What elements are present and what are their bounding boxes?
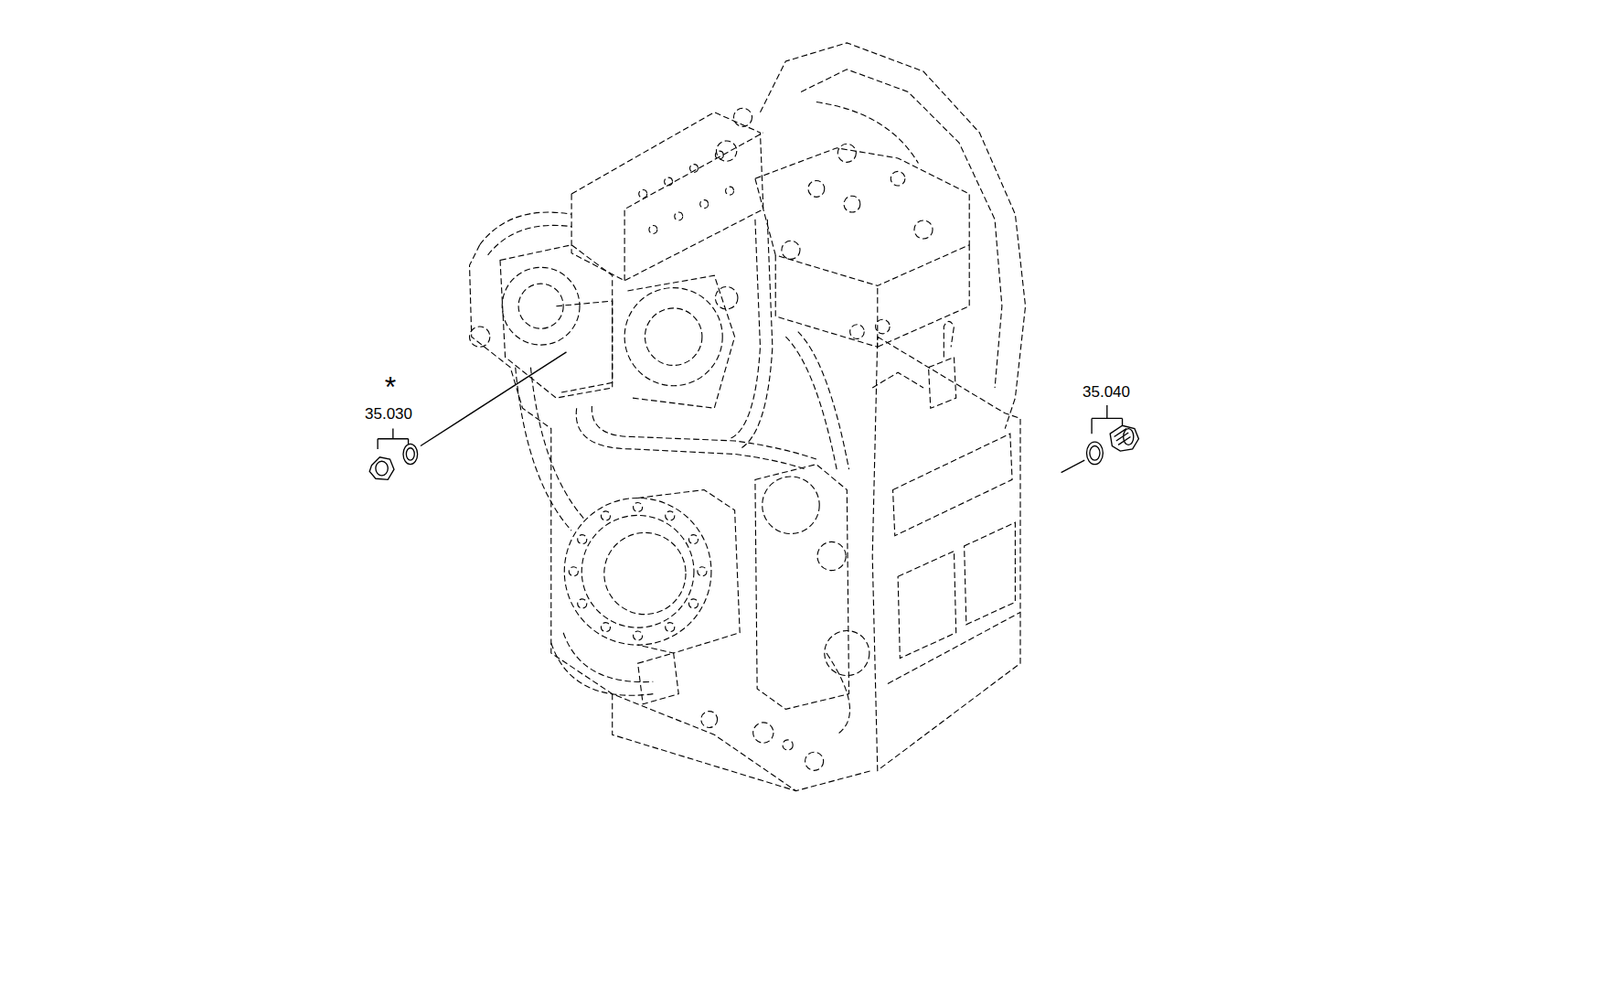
illustration-stroke [480, 212, 572, 246]
illustration-stroke [688, 598, 698, 608]
illustration-stroke [697, 566, 707, 576]
illustration-stroke [627, 275, 735, 408]
illustration-stroke [928, 356, 957, 408]
illustration-stroke [753, 722, 774, 743]
illustration-stroke [581, 514, 694, 628]
illustration-stroke [564, 497, 712, 645]
illustration-stroke [501, 266, 580, 345]
illustration-stroke [893, 433, 1014, 536]
illustration-stroke [469, 245, 874, 791]
illustration-stroke [638, 652, 680, 704]
illustration-stroke [469, 326, 491, 347]
illustration-stroke [914, 220, 933, 239]
illustration-stroke [638, 490, 741, 654]
illustration-stroke [755, 148, 970, 287]
illustration-stroke [633, 630, 643, 640]
illustration-stroke [405, 448, 415, 460]
illustration-stroke [877, 245, 970, 348]
illustration-stroke [600, 622, 610, 632]
illustration-stroke [843, 195, 861, 213]
illustration-stroke [824, 629, 870, 675]
illustration-stroke [729, 219, 760, 439]
illustration-stroke [633, 501, 643, 512]
illustration-stroke [1087, 441, 1104, 465]
illustration-stroke [664, 177, 673, 186]
illustration-stroke [665, 622, 675, 632]
illustration-stroke [530, 367, 584, 519]
illustration-stroke [890, 170, 906, 186]
illustration-stroke [725, 186, 735, 195]
illustration-stroke [782, 739, 793, 750]
illustration-stroke [850, 324, 865, 340]
illustration-stroke [568, 501, 707, 640]
illustration-stroke [716, 140, 737, 161]
illustration-stroke [375, 460, 388, 476]
illustration-stroke [369, 457, 395, 480]
illustration-stroke [1114, 428, 1131, 446]
illustration-stroke [875, 319, 891, 334]
illustration-stroke [576, 407, 806, 470]
illustration-stroke [690, 164, 699, 173]
illustration-stroke [1123, 428, 1134, 446]
illustration-stroke [800, 69, 1003, 388]
illustration-stroke [688, 534, 698, 544]
illustration-stroke [964, 522, 1016, 625]
illustration-stroke [665, 511, 675, 521]
illustration-stroke [563, 632, 653, 683]
illustration-stroke [816, 102, 919, 164]
illustration-stroke [591, 405, 817, 459]
illustration-stroke [714, 287, 738, 310]
illustration-stroke [781, 240, 800, 259]
illustration-stroke [644, 308, 702, 365]
illustration-stroke [649, 225, 658, 235]
illustration-stroke [420, 352, 567, 447]
illustration-stroke [887, 611, 1021, 683]
illustration-stroke [403, 443, 418, 464]
illustration-stroke [488, 224, 572, 256]
illustration-stroke [639, 107, 753, 234]
illustration-stroke [674, 212, 683, 221]
illustration-stroke [1109, 425, 1139, 451]
illustration-stroke [872, 372, 924, 388]
illustration-stroke [515, 367, 572, 532]
illustration-stroke [624, 132, 764, 281]
illustration-stroke [701, 711, 718, 728]
illustration-stroke [568, 566, 578, 576]
illustration-stroke [571, 112, 764, 281]
illustration-stroke [781, 143, 933, 339]
illustration-stroke [872, 336, 1021, 770]
illustration-stroke [1089, 446, 1100, 461]
callout-number: 35.040 [1082, 384, 1131, 400]
illustration-stroke [739, 219, 773, 449]
illustration-stroke [639, 190, 648, 199]
footnote-mark: * [384, 372, 396, 402]
illustration-stroke [1061, 459, 1086, 472]
illustration-stroke [798, 331, 850, 470]
illustration-stroke [837, 143, 856, 162]
illustration-stroke [759, 42, 1025, 429]
illustration-stroke [700, 200, 709, 209]
callout-number: 35.030 [364, 405, 413, 422]
illustration-stroke [612, 693, 797, 791]
illustration-stroke [600, 511, 610, 521]
illustration-stroke [577, 534, 587, 544]
illustration-stroke [555, 300, 612, 393]
illustration-stroke [897, 550, 957, 658]
illustration-stroke [785, 336, 837, 470]
illustration-stroke [943, 320, 954, 357]
illustration-stroke [817, 541, 846, 570]
illustration-stroke [604, 532, 686, 614]
illustration-stroke [805, 751, 824, 770]
illustration-stroke [762, 476, 820, 534]
illustration-stroke [577, 598, 587, 608]
illustration-stroke [624, 288, 723, 386]
illustration-stroke [551, 642, 654, 695]
illustration-stroke [808, 180, 825, 197]
illustration-stroke [377, 428, 408, 449]
illustration-stroke [826, 652, 851, 735]
illustration-stroke [775, 255, 878, 347]
illustration-stroke [500, 245, 613, 398]
illustration-stroke [733, 107, 752, 127]
